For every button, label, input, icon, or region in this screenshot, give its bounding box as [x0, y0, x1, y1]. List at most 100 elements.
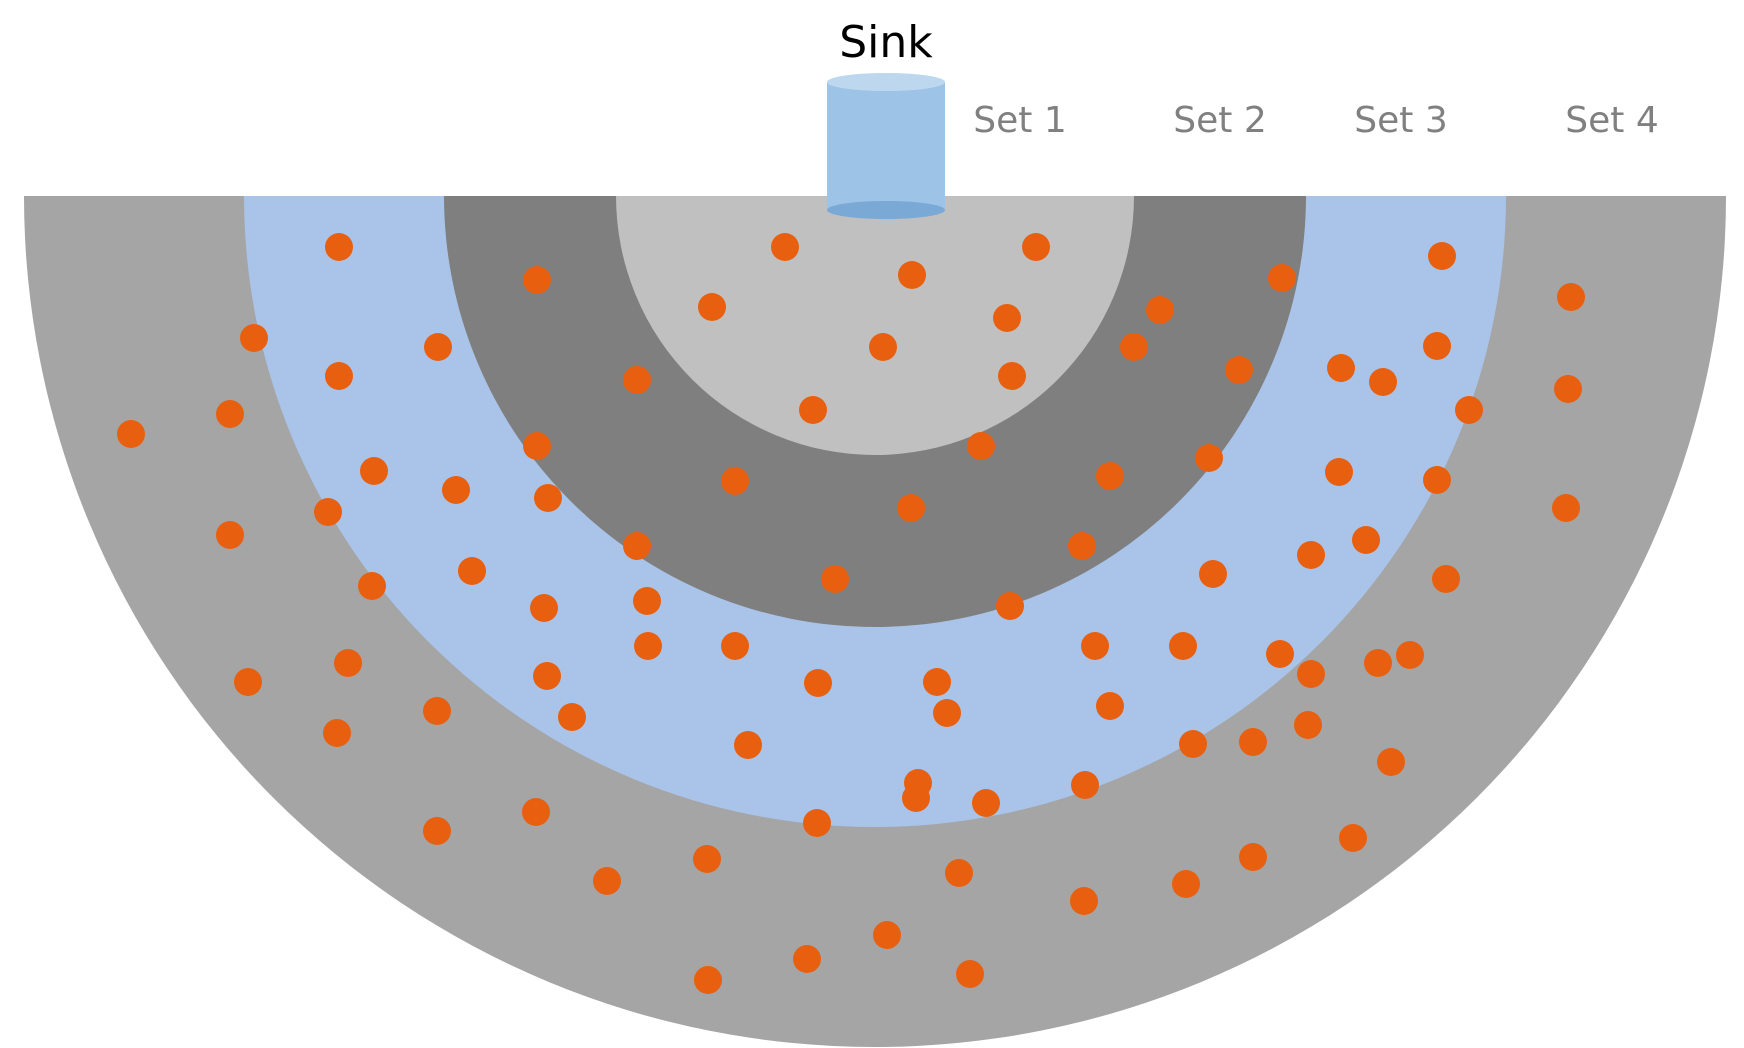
sensor-node — [1377, 748, 1405, 776]
set-3-label: Set 3 — [1354, 100, 1447, 141]
sensor-node — [424, 333, 452, 361]
sensor-node — [1195, 444, 1223, 472]
sensor-node — [996, 592, 1024, 620]
set-regions — [24, 196, 1726, 1047]
sensor-node — [1369, 368, 1397, 396]
sensor-node — [698, 293, 726, 321]
sensor-node — [325, 362, 353, 390]
sensor-node — [623, 532, 651, 560]
sensor-node — [1081, 632, 1109, 660]
sensor-node — [1557, 283, 1585, 311]
sensor-nodes — [117, 233, 1585, 994]
sensor-node — [1325, 458, 1353, 486]
sensor-node — [530, 594, 558, 622]
sensor-node — [1179, 730, 1207, 758]
sensor-node — [993, 304, 1021, 332]
sensor-node — [967, 432, 995, 460]
sensor-node — [721, 632, 749, 660]
sensor-node — [216, 521, 244, 549]
sensor-node — [1327, 354, 1355, 382]
sensor-node — [1146, 296, 1174, 324]
sensor-node — [902, 784, 930, 812]
sensor-node — [323, 719, 351, 747]
sensor-node — [799, 396, 827, 424]
sensor-node — [694, 966, 722, 994]
sensor-node — [325, 233, 353, 261]
sensor-node — [1297, 660, 1325, 688]
sensor-node — [623, 366, 651, 394]
sensor-node — [1554, 375, 1582, 403]
set-1-label: Set 1 — [973, 100, 1066, 141]
sensor-node — [558, 703, 586, 731]
sensor-node — [1423, 466, 1451, 494]
sensor-node — [423, 817, 451, 845]
sensor-node — [803, 809, 831, 837]
sensor-node — [1172, 870, 1200, 898]
sensor-node — [1352, 526, 1380, 554]
sensor-node — [734, 731, 762, 759]
sensor-node — [945, 859, 973, 887]
sensor-node — [1070, 887, 1098, 915]
sensor-node — [972, 789, 1000, 817]
sensor-node — [869, 333, 897, 361]
set-2-label: Set 2 — [1173, 100, 1266, 141]
sensor-node — [523, 266, 551, 294]
sensor-node — [1364, 649, 1392, 677]
sensor-node — [1432, 565, 1460, 593]
sensor-node — [593, 867, 621, 895]
sensor-node — [523, 432, 551, 460]
sensor-node — [693, 845, 721, 873]
set-4-label: Set 4 — [1565, 100, 1658, 141]
sensor-node — [933, 699, 961, 727]
sensor-node — [334, 649, 362, 677]
sensor-node — [873, 921, 901, 949]
sensor-node — [1423, 332, 1451, 360]
sensor-node — [314, 498, 342, 526]
sensor-node — [1428, 242, 1456, 270]
sensor-node — [898, 261, 926, 289]
sensor-node — [1294, 711, 1322, 739]
sensor-node — [1022, 233, 1050, 261]
sensor-node — [1268, 264, 1296, 292]
sensor-node — [522, 798, 550, 826]
sensor-node — [1339, 824, 1367, 852]
sensor-node — [360, 457, 388, 485]
sensor-node — [923, 668, 951, 696]
sensor-node — [458, 557, 486, 585]
sensor-node — [804, 669, 832, 697]
sensor-node — [793, 945, 821, 973]
sensor-node — [1199, 560, 1227, 588]
sensor-node — [1239, 843, 1267, 871]
sensor-node — [534, 484, 562, 512]
sensor-node — [771, 233, 799, 261]
sensor-node — [1096, 462, 1124, 490]
sensor-node — [216, 400, 244, 428]
sensor-node — [240, 324, 268, 352]
sensor-node — [117, 420, 145, 448]
sensor-node — [423, 697, 451, 725]
sensor-node — [1120, 333, 1148, 361]
sensor-node — [1266, 640, 1294, 668]
sensor-node — [533, 662, 561, 690]
sensor-node — [634, 632, 662, 660]
sensor-node — [1455, 396, 1483, 424]
sink-label: Sink — [839, 17, 933, 68]
sensor-node — [1071, 771, 1099, 799]
sensor-node — [1096, 692, 1124, 720]
sensor-node — [234, 668, 262, 696]
sensor-node — [1068, 532, 1096, 560]
set-1-region — [616, 196, 1134, 455]
sensor-node — [1297, 541, 1325, 569]
sensor-node — [1396, 641, 1424, 669]
cylinder-sink-icon — [827, 73, 945, 219]
sensor-node — [358, 572, 386, 600]
sensor-node — [998, 362, 1026, 390]
sensor-node — [1552, 494, 1580, 522]
sensor-node — [721, 467, 749, 495]
sensor-node — [897, 494, 925, 522]
sensor-node — [821, 565, 849, 593]
sensor-node — [1239, 728, 1267, 756]
sensor-node — [442, 476, 470, 504]
sensor-node — [1169, 632, 1197, 660]
